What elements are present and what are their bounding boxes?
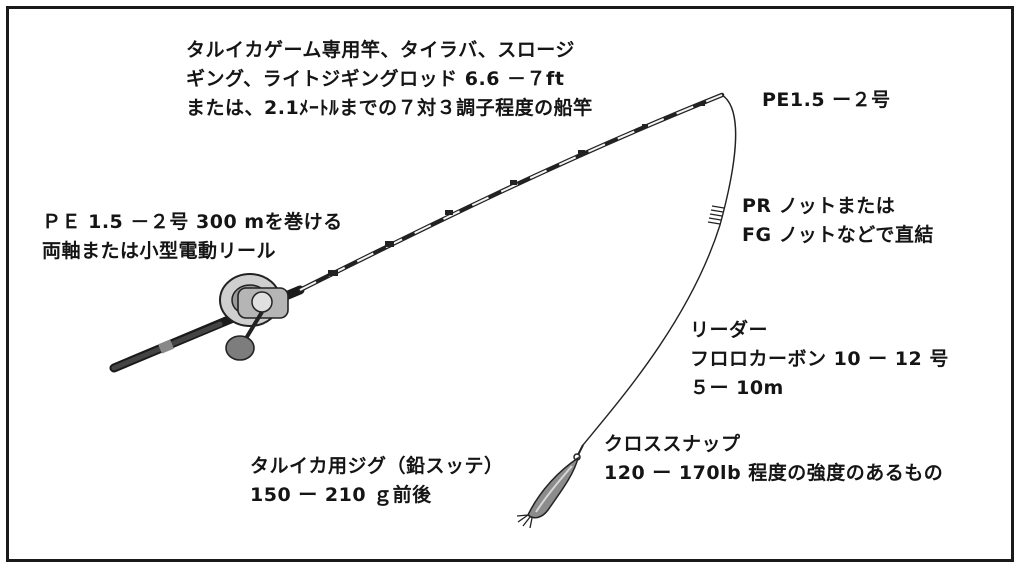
rod-spec-label: タルイカゲーム専用竿、タイラバ、スロージ ギング、ライトジギングロッド 6.6 … [186, 36, 593, 123]
rod-spec-line-3: または、2.1ﾒｰﾄﾙまでの７対３調子程度の船竿 [186, 97, 593, 119]
jig-label: タルイカ用ジグ（鉛スッテ） 150 ー 210 ｇ前後 [250, 452, 504, 510]
reel-spec-label: ＰＥ 1.5 －２号 300 mを巻ける 両軸または小型電動リール [42, 208, 343, 266]
snap-line-2: 120 ー 170lb 程度の強度のあるもの [604, 462, 944, 484]
leader-line-1: リーダー [690, 319, 769, 341]
knot-line-1: PR ノットまたは [742, 195, 896, 217]
knot-line-2: FG ノットなどで直結 [742, 224, 934, 246]
leader-line-3: ５ー 10m [690, 377, 784, 399]
reel-spec-line-2: 両軸または小型電動リール [42, 240, 277, 262]
knot-coil [707, 205, 725, 225]
diagram-frame [6, 6, 1014, 562]
jig-line-2: 150 ー 210 ｇ前後 [250, 484, 432, 506]
reel-spec-line-1: ＰＥ 1.5 －２号 300 mを巻ける [42, 211, 343, 233]
main-line [582, 94, 737, 446]
leader-label: リーダー フロロカーボン 10 ー 12 号 ５ー 10m [690, 316, 949, 403]
leader-line-2: フロロカーボン 10 ー 12 号 [690, 348, 949, 370]
rod-spec-line-2: ギング、ライトジギングロッド 6.6 －７ft [186, 68, 565, 90]
reel-icon [219, 273, 289, 361]
snap-line-1: クロススナップ [604, 433, 741, 455]
mainline-label: PE1.5 ー２号 [762, 89, 891, 111]
knot-label: PR ノットまたは FG ノットなどで直結 [742, 192, 934, 250]
squid-jig-icon [516, 456, 580, 529]
jig-line-1: タルイカ用ジグ（鉛スッテ） [250, 455, 504, 477]
rod-spec-line-1: タルイカゲーム専用竿、タイラバ、スロージ [186, 39, 575, 61]
snap-label: クロススナップ 120 ー 170lb 程度の強度のあるもの [604, 430, 943, 488]
